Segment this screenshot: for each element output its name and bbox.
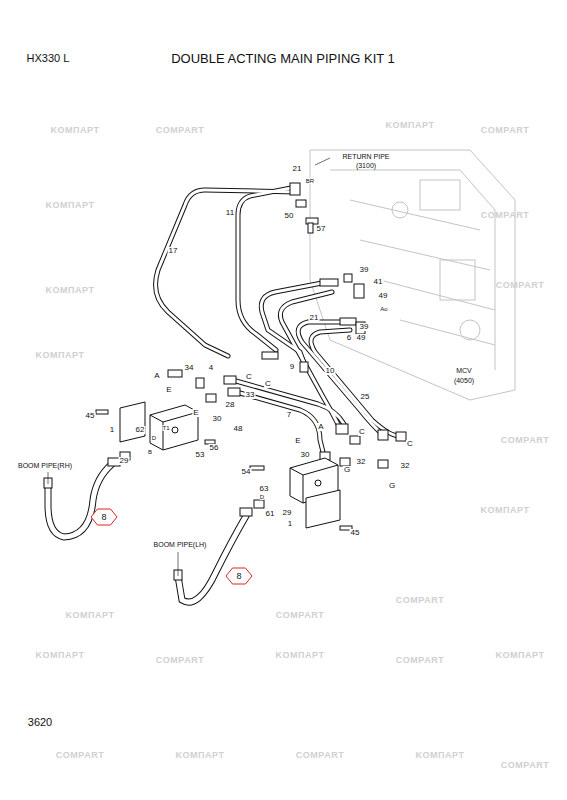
callout-number: 30: [300, 451, 311, 459]
watermark: KOMПАРТ: [276, 651, 325, 660]
callout-number: 45: [350, 529, 361, 537]
callout-number: G: [388, 482, 396, 490]
callout-number: 30: [212, 415, 223, 423]
leader-lines: [48, 158, 330, 576]
watermark: COMPART: [481, 211, 529, 220]
diagram-label: RETURN PIPE: [341, 153, 390, 160]
callout-number: 25: [360, 393, 371, 401]
callout-number: 1: [287, 520, 293, 528]
watermark: COMPART: [501, 436, 549, 445]
watermark: KOMПАРТ: [496, 651, 545, 660]
callout-number: 11: [225, 209, 235, 217]
callout-number: A: [317, 423, 324, 431]
diagram-label: MCV: [455, 367, 473, 374]
callout-number: D: [152, 435, 156, 441]
callout-number: 49: [356, 334, 367, 342]
watermark: COMPART: [296, 751, 344, 760]
callout-number: 57: [316, 225, 327, 233]
callout-number: 32: [400, 462, 411, 470]
callout-number: 48: [233, 425, 244, 433]
callout-hexagon: 8: [226, 568, 252, 584]
watermark: KOMПАРТ: [176, 751, 225, 760]
fittings: [44, 183, 406, 580]
callout-number: E: [294, 437, 301, 445]
callout-number: 9: [289, 363, 295, 371]
watermark: COMPART: [56, 751, 104, 760]
callout-number: 1: [109, 426, 115, 434]
callout-number: 10: [325, 367, 336, 375]
callout-number: C: [264, 380, 272, 388]
watermark: COMPART: [501, 761, 549, 770]
callout-number: B: [148, 449, 152, 455]
callout-number: 34: [184, 364, 195, 372]
callout-number: C: [406, 440, 414, 448]
hexagon-shape: [91, 509, 117, 525]
callout-number: 4: [208, 364, 214, 372]
callout-number: 33: [245, 391, 256, 399]
callout-number: 21: [309, 314, 320, 322]
callout-number: 56: [209, 444, 220, 452]
callout-number: 45: [85, 412, 96, 420]
diagram-title: DOUBLE ACTING MAIN PIPING KIT 1: [171, 52, 395, 65]
diagram-label: BOOM PIPE(LH): [153, 541, 208, 548]
callout-number: 32: [356, 458, 367, 466]
callout-number: T1: [162, 425, 169, 431]
callout-number: 50: [284, 212, 295, 220]
callout-number: 63: [259, 485, 270, 493]
callout-number: 54: [241, 468, 252, 476]
watermark: COMPART: [496, 281, 544, 290]
watermark: COMPART: [396, 596, 444, 605]
callout-number: 41: [373, 278, 384, 286]
callout-number: 8: [101, 512, 106, 522]
callout-number: 29: [119, 457, 130, 465]
callout-number: G: [343, 466, 351, 474]
watermark: KOMПАРТ: [36, 351, 85, 360]
watermark: KOMПАРТ: [46, 286, 95, 295]
callout-number: D: [260, 494, 264, 500]
callout-hexagon: 8: [91, 509, 117, 525]
callout-number: 7: [286, 411, 292, 419]
callout-number: BR: [306, 178, 314, 184]
diagram-label: HX330 L: [27, 53, 70, 64]
callout-number: 49: [378, 292, 389, 300]
callout-number: 21: [292, 165, 303, 173]
watermark: KOMПАРТ: [481, 506, 530, 515]
hexagon-shape: [226, 568, 252, 584]
callout-number: 28: [225, 401, 236, 409]
watermark: KOMПАРТ: [386, 121, 435, 130]
callout-number: E: [192, 409, 199, 417]
callout-number: A: [153, 372, 160, 380]
diagram-label: (3100): [355, 162, 377, 169]
watermark: COMPART: [396, 656, 444, 665]
diagram-label: (4050): [453, 377, 475, 384]
callout-number: E: [165, 386, 172, 394]
callout-number: 17: [168, 247, 179, 255]
watermark: COMPART: [481, 126, 529, 135]
valve-blocks: [96, 402, 352, 530]
callout-number: 29: [282, 509, 293, 517]
callout-number: 39: [359, 323, 370, 331]
callout-number: 39: [359, 266, 370, 274]
watermark: KOMПАРТ: [36, 651, 85, 660]
watermark: KOMПАРТ: [416, 751, 465, 760]
watermark: COMPART: [156, 126, 204, 135]
diagram-label: 3620: [28, 717, 52, 728]
callout-number: C: [358, 428, 366, 436]
watermark: COMPART: [156, 656, 204, 665]
watermark: COMPART: [276, 611, 324, 620]
callout-number: 62: [135, 426, 146, 434]
callout-number: 6: [346, 334, 352, 342]
watermark: KOMПАРТ: [46, 201, 95, 210]
callout-number: C: [245, 373, 253, 381]
mcv-outline: [310, 150, 515, 400]
watermark: KOMПАРТ: [51, 126, 100, 135]
diagram-label: BOOM PIPE(RH): [17, 462, 73, 469]
callout-number: 8: [236, 571, 241, 581]
callout-number: 53: [195, 451, 206, 459]
callout-number: Ao: [380, 306, 387, 312]
watermark: KOMПАРТ: [66, 611, 115, 620]
callout-number: 61: [265, 510, 276, 518]
